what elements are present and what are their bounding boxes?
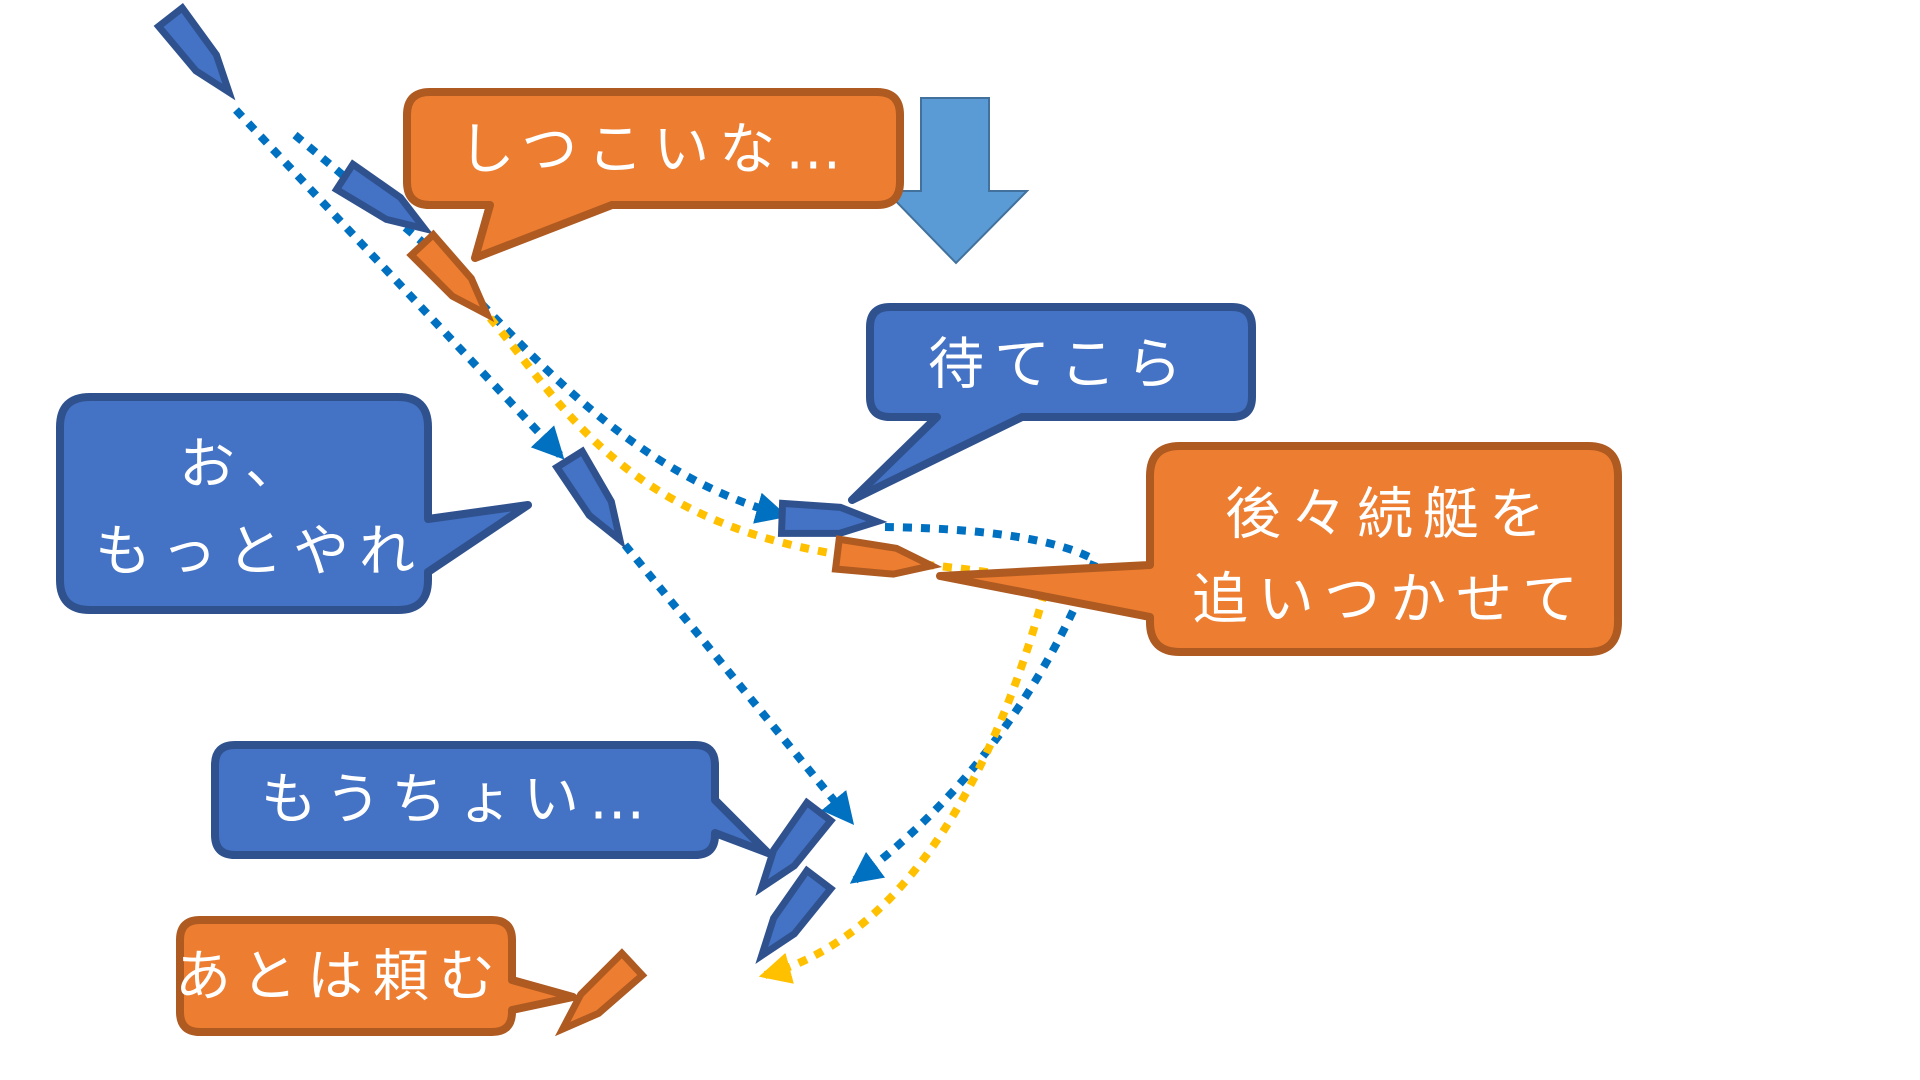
bubble-ato-wa-tanomu: あとは頼む [175,916,577,1036]
blue-boat-2-icon [331,159,434,235]
bubble-kouzoku: 後々続艇を 追いつかせて [936,442,1622,656]
down-arrow-icon [883,97,1030,265]
orange-boat-3-icon [554,948,648,1037]
blue-boat-6-icon [755,865,836,964]
blue-boat-5-icon [755,797,836,896]
bubble-text: 待てこら [928,333,1192,398]
blue-path-left-lower [621,542,855,825]
bubble-text: しつこいな… [459,118,852,183]
blue-path-left [233,107,565,460]
blue-boat-4-icon [777,499,888,537]
orange-boat-2-icon [831,535,943,578]
bubble-shitsukoi: しつこいな… [403,88,904,262]
bubble-text: もうちょい… [261,768,655,833]
bubble-matekora: 待てこら [848,303,1256,504]
blue-boat-3-icon [551,446,626,549]
bubble-motto-yare: お、 もっとやれ [56,393,532,614]
orange-boat-1-icon [406,229,495,323]
blue-path-right [849,523,1100,884]
bubble-mouchoi: もうちょい… [211,741,772,859]
bubble-text-line-1: お、 [179,433,311,498]
bubble-text: あとは頼む [175,945,505,1010]
bubble-text-line-2: 追いつかせて [1192,568,1588,633]
blue-boat-1-icon [153,2,236,101]
bubble-text-line-1: 後々続艇を [1225,483,1555,548]
bubble-text-line-2: もっとやれ [95,520,425,585]
boats [153,2,943,1037]
